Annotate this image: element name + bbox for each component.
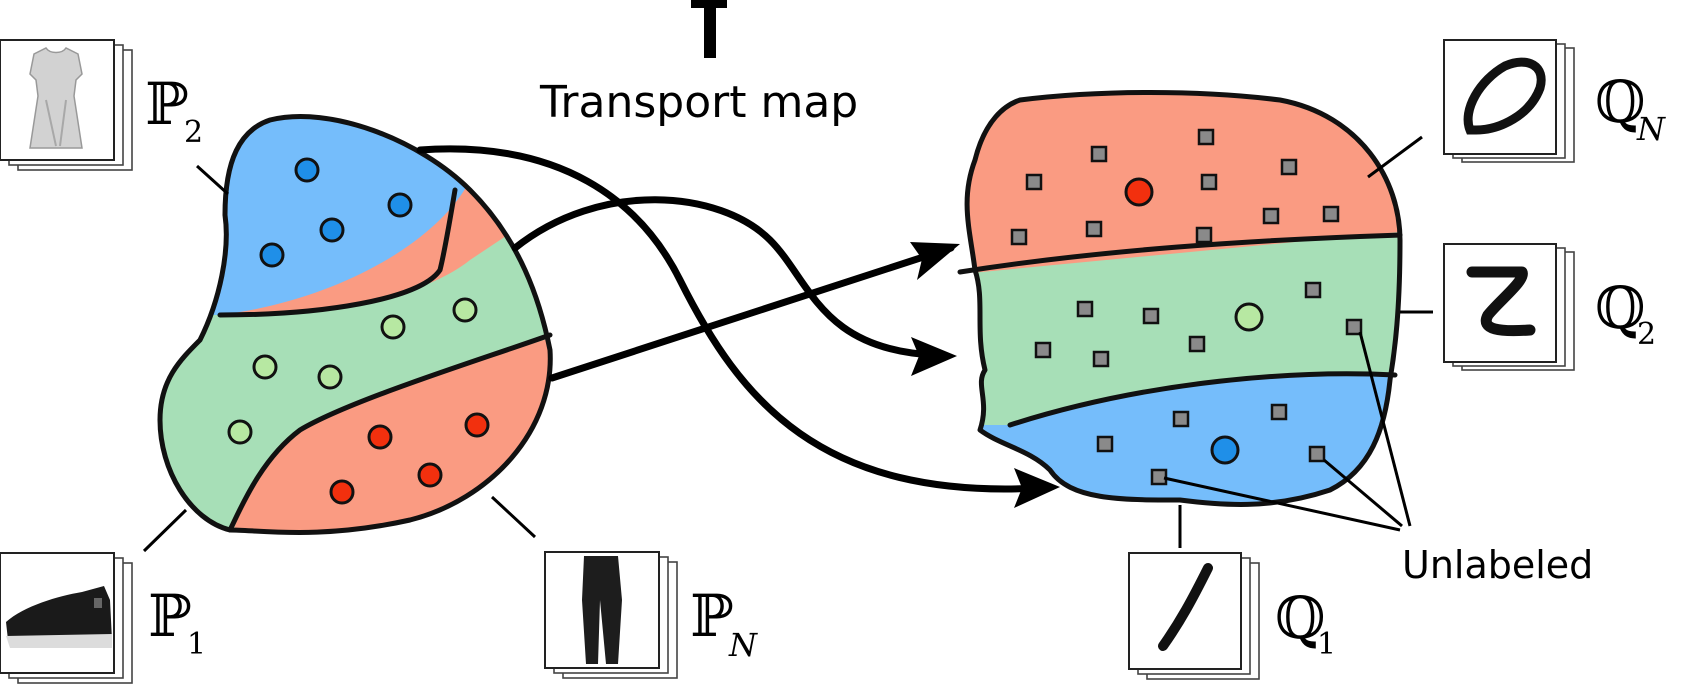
labeled-point-blue (319, 217, 345, 243)
label-q2: ℚ 2 (1595, 274, 1656, 352)
leader-unlabeled-2 (1323, 458, 1403, 528)
leader-unlabeled-3 (1358, 331, 1412, 527)
unlabeled-point (1270, 403, 1288, 421)
unlabeled-point (1142, 307, 1160, 325)
svg-text:ℚ: ℚ (1275, 584, 1326, 652)
unlabeled-points (1010, 128, 1363, 486)
svg-text:ℚ: ℚ (1595, 68, 1646, 136)
target-point-green (1234, 302, 1264, 332)
leader-unlabeled-1 (1163, 476, 1401, 532)
label-pn: ℙ N (690, 582, 758, 664)
transport-map-marker (691, 0, 727, 58)
unlabeled-point (1262, 207, 1280, 225)
source-points-blue (259, 157, 413, 268)
digit-two-icon (1466, 266, 1536, 337)
source-points-green (227, 297, 478, 445)
svg-text:1: 1 (1317, 627, 1336, 662)
svg-text:2: 2 (184, 115, 203, 150)
transport-arrows (416, 145, 1060, 508)
labeled-point-green (227, 419, 253, 445)
unlabeled-point (1188, 335, 1206, 353)
labeled-point-green (317, 364, 343, 390)
labeled-point-red (329, 479, 355, 505)
unlabeled-point (1150, 468, 1168, 486)
unlabeled-point (1010, 228, 1028, 246)
labeled-point-red (417, 462, 443, 488)
image-stack-q2 (1443, 243, 1575, 371)
arrow-green-to-green (511, 196, 939, 360)
labeled-point-green (252, 354, 278, 380)
image-stack-q1 (1128, 552, 1260, 680)
svg-text:ℚ: ℚ (1595, 274, 1646, 342)
labeled-point-blue (259, 242, 285, 268)
sneaker-icon (6, 586, 112, 648)
unlabeled-point (1025, 173, 1043, 191)
leader-p2 (195, 164, 230, 196)
leader-qn (1367, 135, 1423, 179)
unlabeled-point (1085, 220, 1103, 238)
unlabeled-annotation: Unlabeled (1402, 543, 1593, 587)
target-point-red (1124, 177, 1154, 207)
svg-text:ℙ: ℙ (148, 582, 192, 650)
svg-text:N: N (728, 626, 758, 664)
unlabeled-point (1076, 300, 1094, 318)
label-q1: ℚ 1 (1275, 584, 1336, 662)
unlabeled-point (1345, 318, 1363, 336)
arrowhead-blue (1014, 468, 1060, 508)
image-stack-p1 (0, 552, 133, 684)
trousers-icon (582, 556, 622, 664)
labeled-point-blue (387, 192, 413, 218)
arrow-blue-to-blue (416, 145, 1044, 494)
unlabeled-point (1308, 445, 1326, 463)
unlabeled-point (1280, 158, 1298, 176)
unlabeled-point (1090, 145, 1108, 163)
unlabeled-point (1034, 341, 1052, 359)
digit-zero-icon (1463, 57, 1546, 135)
labeled-point-green (452, 297, 478, 323)
unlabeled-point (1322, 205, 1340, 223)
target-region-red (967, 92, 1400, 275)
svg-text:ℙ: ℙ (690, 582, 734, 650)
unlabeled-point (1304, 281, 1322, 299)
unlabeled-point (1172, 410, 1190, 428)
leader-p1 (142, 508, 188, 553)
svg-text:1: 1 (187, 627, 206, 662)
digit-one-icon (1158, 563, 1213, 651)
arrowhead-red (910, 242, 960, 280)
unlabeled-point (1195, 226, 1213, 244)
arrowhead-green (911, 337, 957, 376)
labeled-point-green (380, 314, 406, 340)
svg-text:N: N (1636, 110, 1666, 148)
label-qn: ℚ N (1595, 68, 1666, 148)
labeled-point-blue (294, 157, 320, 183)
unlabeled-point (1092, 350, 1110, 368)
source-distribution (157, 114, 553, 535)
source-points-red (329, 412, 490, 505)
label-p2: ℙ 2 (145, 70, 203, 150)
target-distribution (957, 90, 1403, 507)
transport-map-title: Transport map (539, 77, 858, 128)
svg-text:2: 2 (1637, 317, 1656, 352)
arrow-red-to-red (548, 244, 955, 382)
image-stack-qn (1443, 39, 1575, 163)
dress-icon (29, 47, 83, 149)
label-p1: ℙ 1 (148, 582, 206, 662)
labeled-point-red (464, 412, 490, 438)
svg-text:ℙ: ℙ (145, 70, 189, 138)
image-stack-p2 (0, 39, 133, 171)
unlabeled-point (1197, 128, 1215, 146)
unlabeled-point (1096, 435, 1114, 453)
source-region-green (160, 200, 551, 533)
target-point-blue (1210, 435, 1240, 465)
leader-pn (490, 495, 537, 539)
labeled-point-red (367, 424, 393, 450)
target-region-green (967, 230, 1400, 425)
image-stack-pn (544, 551, 678, 679)
leader-lines (142, 135, 1433, 553)
unlabeled-point (1200, 173, 1218, 191)
